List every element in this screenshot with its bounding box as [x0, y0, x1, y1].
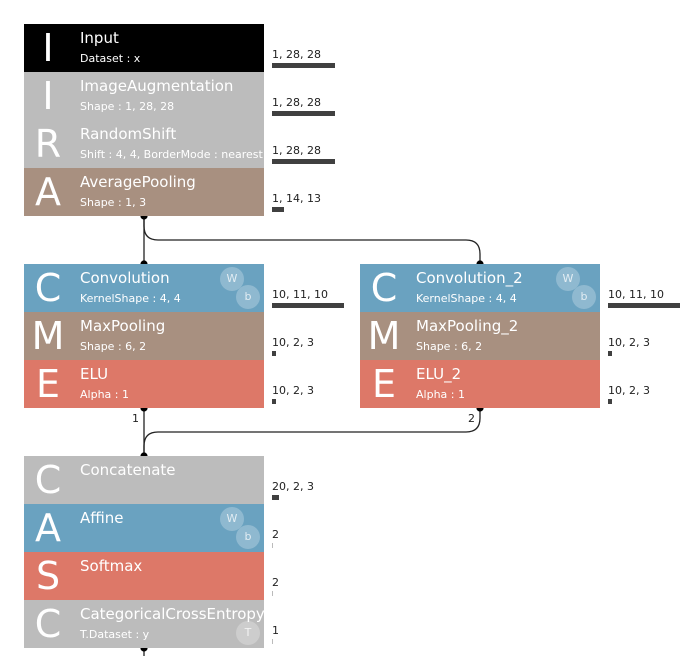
layer-letter: S — [35, 554, 61, 598]
layer-name: MaxPooling — [80, 317, 166, 335]
layer-letter: E — [371, 362, 396, 406]
layer-name: ImageAugmentation — [80, 77, 234, 95]
output-shape-bar — [272, 543, 273, 548]
output-shape-label: 1, 28, 28 — [272, 144, 321, 157]
layer-name: RandomShift — [80, 125, 177, 143]
layer-name: AveragePooling — [80, 173, 196, 191]
edge-label-2: 2 — [468, 412, 475, 425]
output-shape-bar — [272, 399, 276, 404]
output-shape-label: 1, 14, 13 — [272, 192, 321, 205]
layer-name: MaxPooling_2 — [416, 317, 519, 335]
layer-params: KernelShape : 4, 4 — [80, 292, 181, 305]
output-shape-label: 20, 2, 3 — [272, 480, 314, 493]
layer-name: Concatenate — [80, 461, 176, 479]
layer-letter: M — [367, 314, 401, 358]
layer-name: Affine — [80, 509, 124, 527]
layer-letter: A — [35, 506, 61, 550]
output-shape-bar — [272, 159, 335, 164]
output-shape-label: 10, 2, 3 — [608, 336, 650, 349]
layer-node[interactable]: C Concatenate — [24, 456, 264, 504]
output-shape-bar — [608, 351, 612, 356]
layer-params: KernelShape : 4, 4 — [416, 292, 517, 305]
layer-name: CategoricalCrossEntropy — [80, 605, 265, 623]
output-shape-bar — [272, 495, 279, 500]
layer-params: Alpha : 1 — [80, 388, 129, 401]
output-shape-label: 10, 2, 3 — [272, 384, 314, 397]
layer-name: Convolution_2 — [416, 269, 523, 287]
layer-params: T.Dataset : y — [80, 628, 150, 641]
output-shape-bar — [272, 63, 335, 68]
output-shape-bar — [272, 351, 276, 356]
output-shape-bar — [608, 303, 680, 308]
layer-params: Shape : 6, 2 — [80, 340, 147, 353]
output-shape-bar — [272, 591, 273, 596]
parameter-badge-b: b — [572, 285, 596, 309]
output-shape-label: 10, 11, 10 — [272, 288, 328, 301]
layer-letter: I — [42, 74, 54, 118]
layer-letter: E — [35, 362, 60, 406]
output-shape-bar — [272, 207, 284, 212]
output-shape-label: 2 — [272, 528, 279, 541]
layer-letter: A — [35, 170, 61, 214]
layer-params: Shape : 1, 28, 28 — [80, 100, 175, 113]
layer-params: Shift : 4, 4, BorderMode : nearest — [80, 148, 263, 161]
parameter-badge-b: b — [236, 285, 260, 309]
output-shape-bar — [272, 111, 335, 116]
output-shape-label: 10, 2, 3 — [272, 336, 314, 349]
layer-letter: M — [31, 314, 65, 358]
layer-name: Softmax — [80, 557, 143, 575]
parameter-badge-w: W — [220, 507, 244, 531]
layer-letter: C — [34, 602, 62, 646]
layer-name: ELU_2 — [416, 365, 462, 383]
layer-params: Shape : 1, 3 — [80, 196, 147, 209]
output-shape-label: 1, 28, 28 — [272, 96, 321, 109]
output-shape-bar — [272, 303, 344, 308]
edge-label-1: 1 — [132, 412, 139, 425]
parameter-badge-t: T — [236, 621, 260, 645]
layer-name: ELU — [80, 365, 109, 383]
output-shape-label: 1 — [272, 624, 279, 637]
layer-params: Alpha : 1 — [416, 388, 465, 401]
layer-node[interactable]: S Softmax — [24, 552, 264, 600]
layer-name: Convolution — [80, 269, 170, 287]
parameter-badge-w: W — [220, 267, 244, 291]
layer-letter: R — [34, 122, 62, 166]
output-shape-bar — [272, 639, 273, 644]
output-shape-label: 2 — [272, 576, 279, 589]
parameter-badge-w: W — [556, 267, 580, 291]
layer-letter: C — [34, 266, 62, 310]
output-shape-label: 10, 11, 10 — [608, 288, 664, 301]
layer-letter: C — [34, 458, 62, 502]
layer-params: Shape : 6, 2 — [416, 340, 483, 353]
layer-name: Input — [80, 29, 119, 47]
output-shape-bar — [608, 399, 612, 404]
layer-letter: C — [370, 266, 398, 310]
output-shape-label: 1, 28, 28 — [272, 48, 321, 61]
layer-params: Dataset : x — [80, 52, 141, 65]
layer-node[interactable]: E ELU Alpha : 1 — [24, 360, 264, 408]
parameter-badge-b: b — [236, 525, 260, 549]
output-shape-label: 10, 2, 3 — [608, 384, 650, 397]
layer-letter: I — [42, 26, 54, 70]
